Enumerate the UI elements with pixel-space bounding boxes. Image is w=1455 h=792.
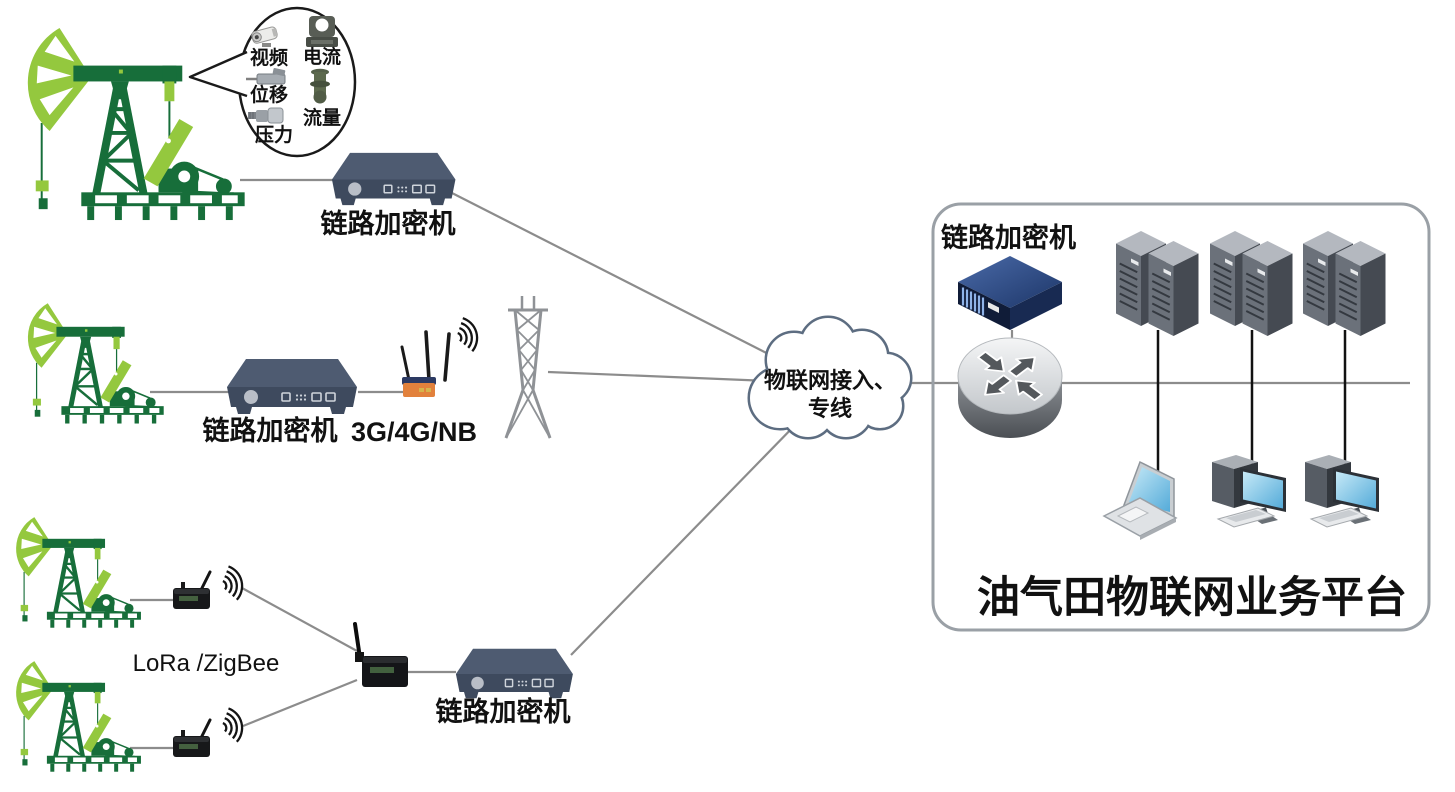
pumpjack-2 [28,303,164,423]
link-lora1-receiver [241,587,358,652]
cloud-label-line2: 专线 [808,396,852,421]
pumpjack-3 [16,517,141,628]
cloud-label-line1: 物联网接入、 [764,368,896,393]
pressure-sensor-icon [248,107,284,124]
pumpjack-1 [28,28,245,220]
callout-label-displacement: 位移 [250,83,288,106]
lora-receiver [353,622,408,687]
link-tower-cloud [547,370,771,383]
workstation-1 [1212,455,1286,528]
link-encryptor-2 [226,358,358,415]
link-encryptor-3 [455,648,574,700]
link-encryptor1-cloud [451,192,791,366]
core-router [957,337,1063,438]
flow-sensor-icon [310,68,330,104]
workstation-2 [1305,455,1379,528]
current-sensor-icon [306,16,338,47]
pumpjack-4 [16,661,141,772]
platform-encryptor-device [958,256,1062,330]
platform-encryptor-label: 链路加密机 [941,222,1076,253]
sensor-callout: 视频 电流 位移 流量 压力 [188,6,357,158]
video-camera-icon [251,26,278,47]
server-drop-lines [1156,330,1347,478]
laptop [1102,460,1178,540]
platform-box [931,202,1431,632]
link-encryptor3-cloud [570,419,801,656]
iot-access-cloud: 物联网接入、 专线 [750,318,910,437]
callout-label-current: 电流 [303,45,341,68]
server-rack-1 [1115,230,1200,337]
lora2-wifi-icon [218,705,247,746]
lora-module-1 [171,570,212,611]
displacement-sensor-icon [246,68,286,85]
encryptor1-label: 链路加密机 [321,208,456,239]
lora-module-2 [171,718,212,759]
link-lora2-receiver [242,678,358,728]
server-rack-2 [1209,230,1294,337]
router-wifi-icon [452,314,483,355]
cellular-router [400,330,451,397]
server-rack-3 [1302,230,1387,337]
lora-label: LoRa /ZigBee [133,650,280,677]
callout-label-video: 视频 [250,46,288,69]
cellular-label: 3G/4G/NB [351,417,477,447]
link-encryptor-1 [331,152,457,206]
encryptor2-label: 链路加密机 [203,415,338,446]
lora1-wifi-icon [218,563,247,604]
platform-title: 油气田物联网业务平台 [977,574,1407,622]
cell-tower [504,296,552,439]
encryptor3-label: 链路加密机 [436,696,571,727]
callout-label-pressure: 压力 [255,123,293,146]
callout-label-flow: 流量 [303,106,341,129]
